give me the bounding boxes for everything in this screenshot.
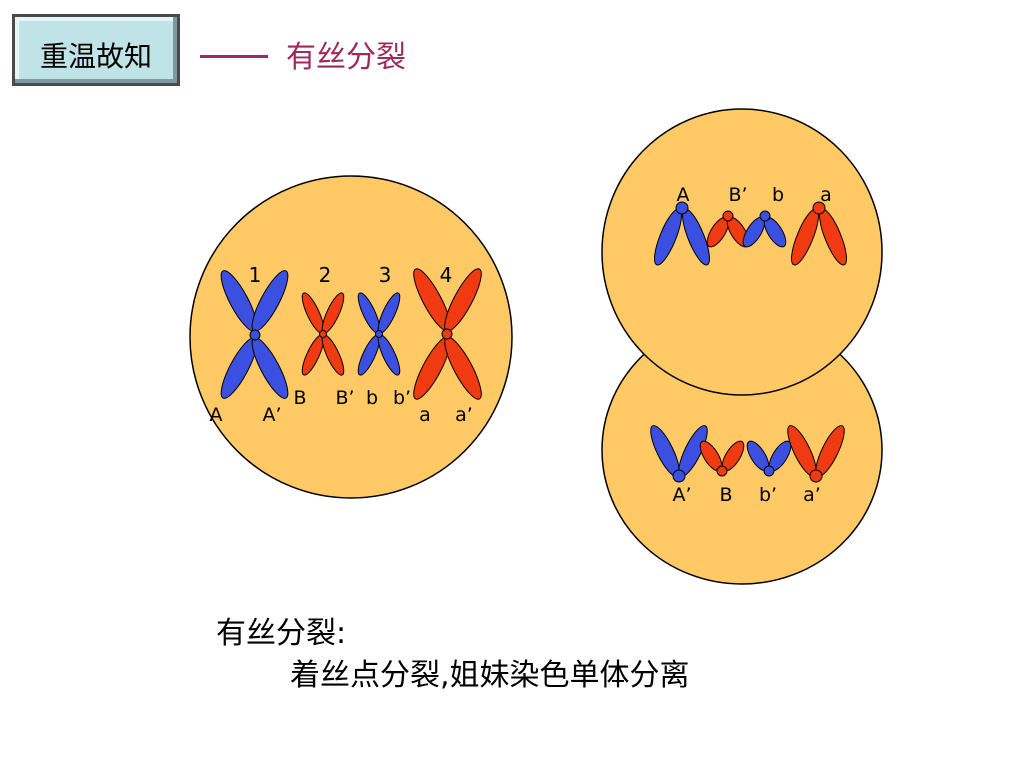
review-tag-box: 重温故知 — [12, 14, 180, 86]
bottom-label-a-prime: a’ — [803, 484, 821, 506]
label-A: A — [210, 404, 223, 426]
chromatid-top-b — [742, 210, 787, 248]
chromosome-3 — [357, 292, 401, 376]
chromatid-top-A — [654, 201, 710, 266]
label-B: B — [293, 387, 306, 409]
label-a-prime: a’ — [455, 404, 473, 426]
chromosome-number-3: 3 — [379, 263, 392, 287]
label-a: a — [419, 404, 431, 426]
chromatid-bottom-A-prime — [650, 425, 708, 483]
label-b-prime: b’ — [393, 387, 411, 409]
top-label-B-prime: B’ — [728, 184, 747, 206]
caption-heading: 有丝分裂: — [216, 616, 347, 651]
page-title: 有丝分裂 — [286, 40, 406, 75]
chromatid-bottom-b-prime — [746, 440, 792, 477]
label-A-prime: A’ — [262, 404, 281, 426]
review-tag-label: 重温故知 — [39, 40, 152, 73]
bottom-label-A-prime: A’ — [672, 484, 691, 506]
top-label-a: a — [820, 184, 832, 206]
top-label-A: A — [677, 184, 690, 206]
label-B-prime: B’ — [335, 387, 354, 409]
bottom-label-B: B — [719, 484, 732, 506]
chromatid-top-a — [791, 201, 847, 266]
chromatid-bottom-a-prime — [787, 425, 845, 483]
chromosome-number-4: 4 — [440, 263, 453, 287]
cell-left — [189, 175, 513, 499]
bottom-label-b-prime: b’ — [759, 484, 777, 506]
title-dash — [200, 55, 268, 58]
chromatid-bottom-B — [699, 440, 745, 477]
chromosome-number-2: 2 — [319, 263, 332, 287]
caption-description: 着丝点分裂,姐妹染色单体分离 — [290, 658, 690, 693]
chromosome-2 — [301, 292, 345, 376]
chromosome-4 — [413, 268, 482, 400]
cell-right-top — [601, 108, 883, 396]
label-b: b — [366, 387, 378, 409]
top-label-b: b — [772, 184, 784, 206]
chromosome-number-1: 1 — [249, 263, 262, 287]
chromosome-1 — [220, 270, 289, 399]
